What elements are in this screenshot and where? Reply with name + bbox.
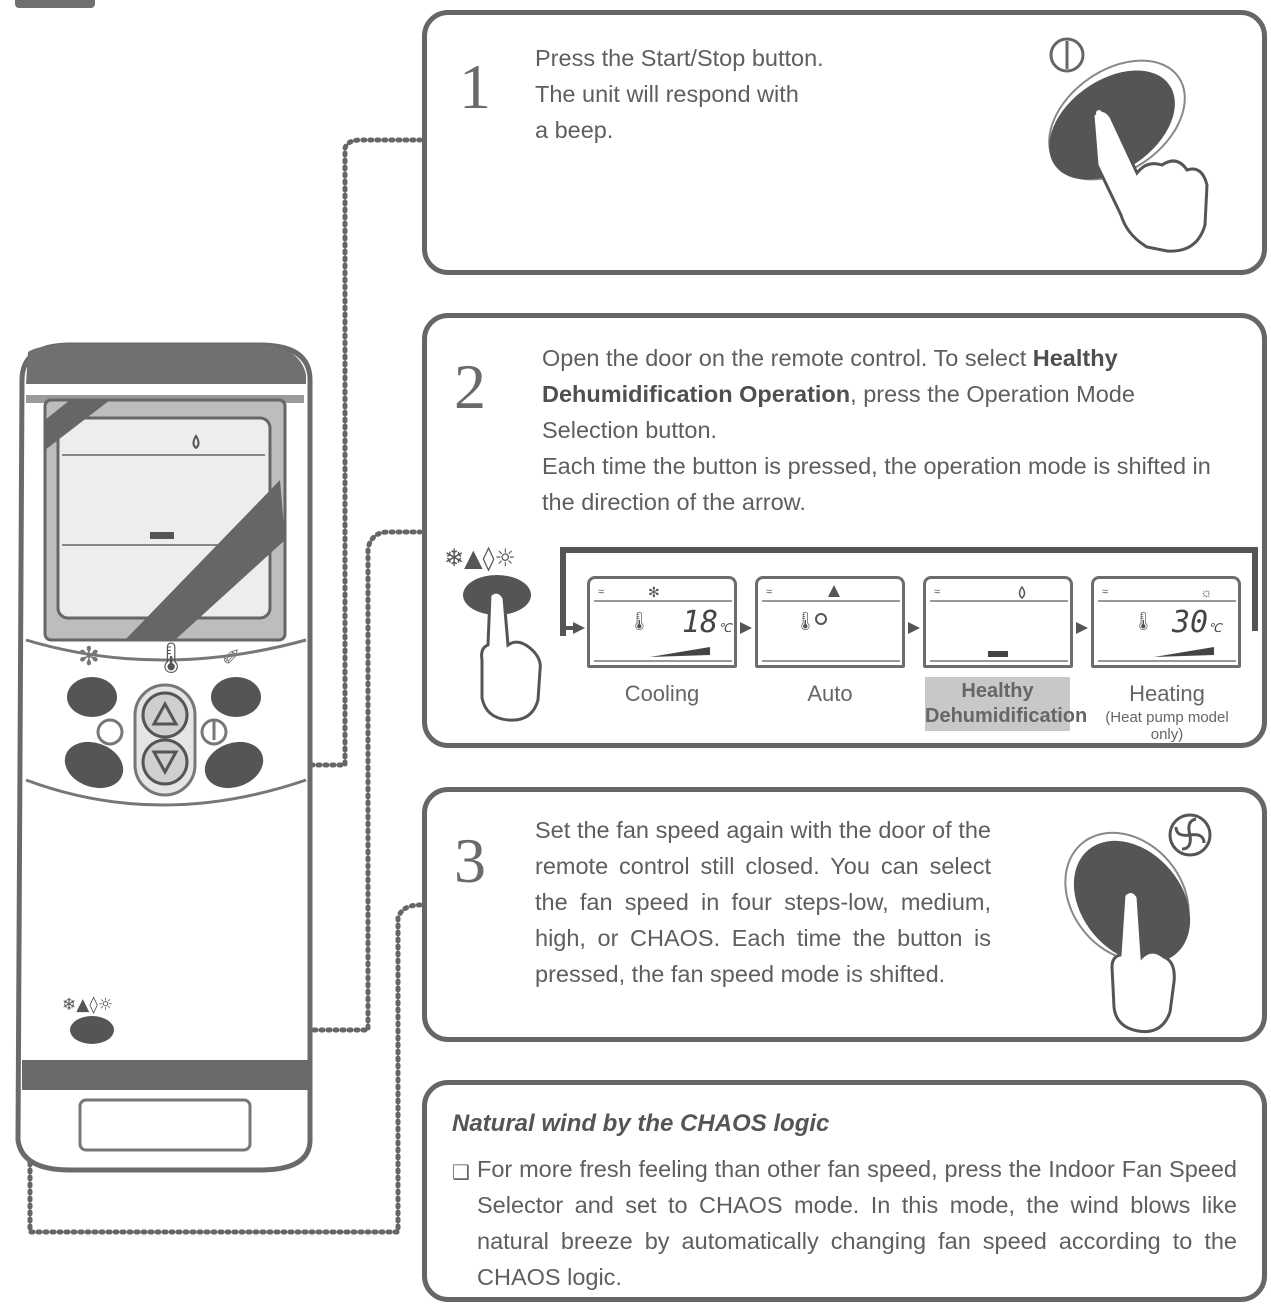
svg-text:✻: ✻	[648, 584, 660, 600]
mode-label-heating: Heating (Heat pump model only)	[1087, 681, 1247, 743]
fan-speed-press-illustration	[1064, 813, 1212, 1034]
svg-text:≈: ≈	[766, 586, 772, 598]
svg-text:≈: ≈	[598, 586, 604, 598]
svg-text:☼: ☼	[1200, 584, 1213, 600]
heating-label: Heating	[1129, 681, 1205, 706]
text-part: Each time the button is pressed, the ope…	[542, 453, 1211, 515]
lcd-cooling: ≈ ✻ 🌡 18℃	[587, 576, 737, 668]
svg-text:✻: ✻	[78, 642, 100, 672]
step-number: 2	[454, 351, 486, 422]
lcd-heating: ≈ ☼ 🌡 30℃	[1091, 576, 1241, 668]
step-2-panel: 2 Open the door on the remote control. T…	[422, 313, 1267, 748]
temperature-value: 30	[1172, 605, 1209, 640]
text-line: Press the Start/Stop button.	[535, 45, 824, 71]
svg-text:❄▲◊☼: ❄▲◊☼	[444, 544, 516, 572]
heating-sublabel: (Heat pump model only)	[1105, 709, 1229, 743]
text-bold: Healthy Dehumidification Operation	[542, 345, 1118, 407]
note-title: Natural wind by the CHAOS logic	[452, 1110, 830, 1137]
text-line: a beep.	[535, 117, 614, 143]
mode-label-cooling: Cooling	[624, 681, 700, 706]
note-bullet: ❑	[452, 1162, 470, 1184]
temperature-unit: ℃	[718, 621, 732, 635]
section-tab	[15, 0, 95, 8]
step-2-text: Open the door on the remote control. To …	[542, 340, 1222, 520]
chaos-note-panel: Natural wind by the CHAOS logic ❑ For mo…	[422, 1080, 1267, 1302]
svg-text:🌡: 🌡	[152, 641, 190, 676]
step-3-text: Set the fan speed again with the door of…	[535, 817, 991, 987]
lcd-healthy-dehumidification: ≈	[923, 576, 1073, 668]
svg-text:🌡: 🌡	[794, 611, 817, 631]
mode-label-healthy-dehumidification: Healthy Dehumidification	[925, 677, 1087, 731]
step-1-text: Press the Start/Stop button. The unit wi…	[535, 40, 824, 148]
text-part: , press the Operation Mode Selection but…	[542, 381, 1135, 443]
step-3-panel: 3 Set the fan speed again with the door …	[422, 787, 1267, 1042]
svg-text:🌡: 🌡	[628, 611, 651, 631]
text-part: Open the door on the remote control. To …	[542, 345, 1033, 371]
lcd-temperature: 30℃	[1172, 605, 1222, 640]
svg-text:≈: ≈	[1102, 586, 1108, 598]
mode-arrows	[740, 622, 1088, 634]
remote-control-illustration: ✻ 🌡 ✐ ❄▲◊☼	[15, 342, 313, 1173]
step-number: 3	[454, 825, 486, 896]
svg-text:✐: ✐	[222, 646, 240, 671]
start-stop-press-illustration	[1048, 37, 1209, 253]
mode-label-auto: Auto	[807, 681, 853, 706]
note-text: For more fresh feeling than other fan sp…	[477, 1156, 1237, 1290]
svg-text:🌡: 🌡	[1132, 611, 1155, 631]
svg-text:❄▲◊☼: ❄▲◊☼	[62, 995, 113, 1015]
step-1-panel: 1 Press the Start/Stop button. The unit …	[422, 10, 1267, 275]
lcd-auto: ≈ 🌡	[755, 576, 905, 668]
mode-button-illustration: ❄▲◊☼	[444, 544, 542, 722]
step-number: 1	[459, 51, 491, 122]
temperature-value: 18	[682, 605, 719, 640]
temperature-unit: ℃	[1208, 621, 1222, 635]
svg-text:≈: ≈	[934, 586, 940, 598]
mode-cycle-arrow	[560, 547, 1258, 636]
lcd-temperature: 18℃	[682, 605, 732, 640]
text-line: The unit will respond with	[535, 81, 799, 107]
